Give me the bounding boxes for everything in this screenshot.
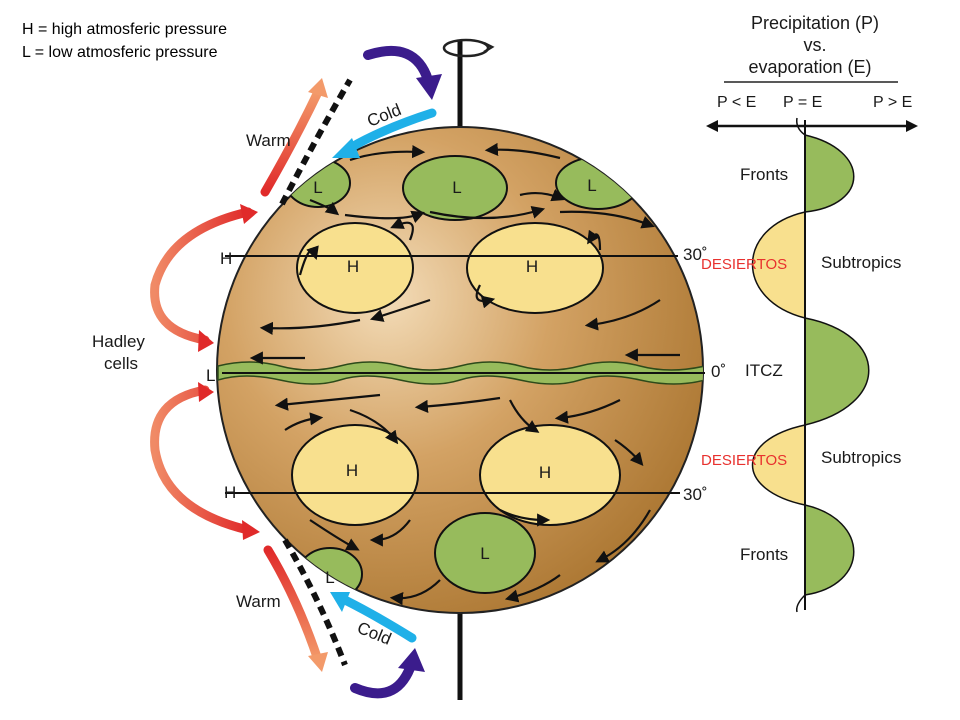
high-label-3: H xyxy=(346,461,358,480)
legend-high: H = high atmosferic pressure xyxy=(22,21,227,38)
zone-itcz: ITCZ xyxy=(745,361,783,380)
p-e-axis xyxy=(706,120,918,132)
front-line-north xyxy=(279,78,353,206)
legend-low: L = low atmosferic pressure xyxy=(22,44,218,61)
high-label-4: H xyxy=(539,463,551,482)
desert-label-north: DESIERTOS xyxy=(701,256,787,273)
high-cell-north-1 xyxy=(296,222,414,314)
cold-arrowhead-south xyxy=(330,592,350,612)
low-label-4: L xyxy=(325,568,334,587)
rotation-arrowhead-south xyxy=(398,648,425,672)
low-cell-south-2 xyxy=(434,512,536,594)
axis-label-left: P < E xyxy=(717,94,756,111)
low-label-5: L xyxy=(480,544,489,563)
warm-label-north: Warm xyxy=(246,131,291,150)
low-label-1: L xyxy=(313,178,322,197)
high-label-1: H xyxy=(347,257,359,276)
low-cell-north-2 xyxy=(402,155,508,221)
high-cell-south-1 xyxy=(291,424,419,526)
zone-fronts-south: Fronts xyxy=(740,545,788,564)
panel-title-line1: Precipitation (P) xyxy=(751,13,879,33)
high-cell-north-2 xyxy=(466,222,604,314)
front-line-south xyxy=(282,538,348,667)
high-label-2: H xyxy=(526,257,538,276)
rotation-arrowhead-north xyxy=(416,74,442,100)
warm-arrow-south xyxy=(263,545,323,665)
lat-label-equator: 0˚ xyxy=(711,362,726,381)
warm-label-south: Warm xyxy=(236,592,281,611)
axis-label-mid: P = E xyxy=(783,94,822,111)
hadley-label-line2: cells xyxy=(104,354,138,373)
p-e-curve xyxy=(751,117,870,613)
marker-equator-l: L xyxy=(206,366,215,385)
rotation-arrow-south xyxy=(350,663,415,699)
cold-arrowhead-north xyxy=(332,138,360,158)
warm-arrowhead-south xyxy=(308,652,328,672)
zone-subtropics-north: Subtropics xyxy=(821,253,901,272)
rotation-icon xyxy=(442,38,495,58)
low-label-2: L xyxy=(452,178,461,197)
rotation-arrow-north xyxy=(363,45,433,85)
lat-label-north: 30˚ xyxy=(683,245,708,264)
circulation-arrows-south xyxy=(274,393,651,606)
zone-subtropics-south: Subtropics xyxy=(821,448,901,467)
circulation-arrows-north xyxy=(259,142,661,335)
marker-south-h: H xyxy=(224,483,236,502)
marker-north-h: H xyxy=(220,249,232,268)
cold-arrow-south xyxy=(340,595,417,643)
zone-fronts-north: Fronts xyxy=(740,165,788,184)
low-cell-north-3 xyxy=(555,156,641,210)
hadley-arrowhead-1 xyxy=(240,204,258,224)
equator-arrows xyxy=(249,348,680,365)
hadley-cell-south xyxy=(150,385,253,535)
panel-title-line3: evaporation (E) xyxy=(748,57,871,77)
hadley-label-line1: Hadley xyxy=(92,332,145,351)
hadley-arrowhead-3 xyxy=(198,382,214,402)
hadley-arrowhead-2 xyxy=(198,330,214,352)
cold-arrow-north xyxy=(345,108,437,153)
warm-arrow-north xyxy=(260,87,323,197)
lat-label-south: 30˚ xyxy=(683,485,708,504)
panel-title-line2: vs. xyxy=(803,35,826,55)
low-label-3: L xyxy=(587,176,596,195)
desert-label-south: DESIERTOS xyxy=(701,452,787,469)
warm-arrowhead-north xyxy=(308,78,328,98)
hadley-arrowhead-4 xyxy=(242,520,260,540)
hadley-cell-north xyxy=(150,207,253,345)
axis-label-right: P > E xyxy=(873,94,912,111)
